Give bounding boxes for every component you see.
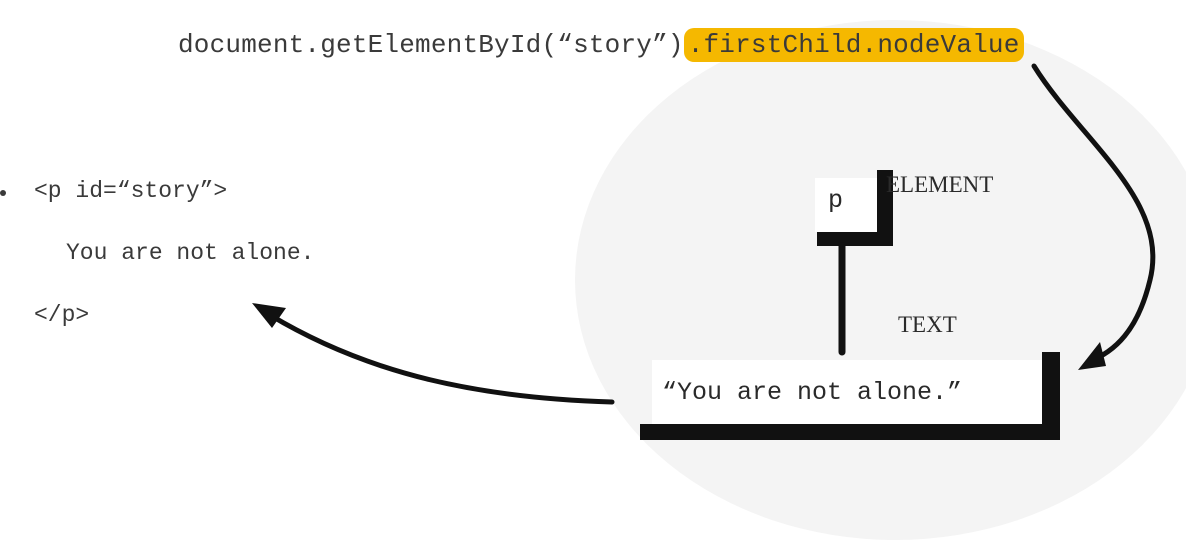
text-node-shadow — [640, 352, 1060, 440]
arrow-text-to-html — [267, 312, 615, 405]
html-content: You are not alone. — [66, 240, 315, 266]
element-node-box — [815, 178, 877, 232]
arrowhead-text-to-html — [252, 303, 286, 328]
text-node-box — [652, 360, 1042, 424]
code-expression: document.getElementById(“story”).firstCh… — [178, 28, 1024, 62]
arrow-code-to-text — [1031, 63, 1156, 365]
element-node-type-label: ELEMENT — [886, 172, 994, 197]
html-close-tag: </p> — [34, 302, 90, 328]
bullet-marker — [0, 190, 6, 196]
element-node-name: p — [828, 186, 844, 215]
html-open-tag: <p id=“story”> — [34, 178, 228, 204]
code-highlight: .firstChild.nodeValue — [683, 28, 1024, 62]
element-node-shadow — [817, 170, 893, 246]
arrowhead-code-to-text — [1078, 342, 1106, 370]
text-node-type-label: TEXT — [898, 312, 957, 337]
text-node-value: “You are not alone.” — [662, 378, 963, 407]
diagram-graphics — [252, 63, 1156, 440]
code-prefix: document.getElementById(“story”) — [178, 30, 684, 60]
